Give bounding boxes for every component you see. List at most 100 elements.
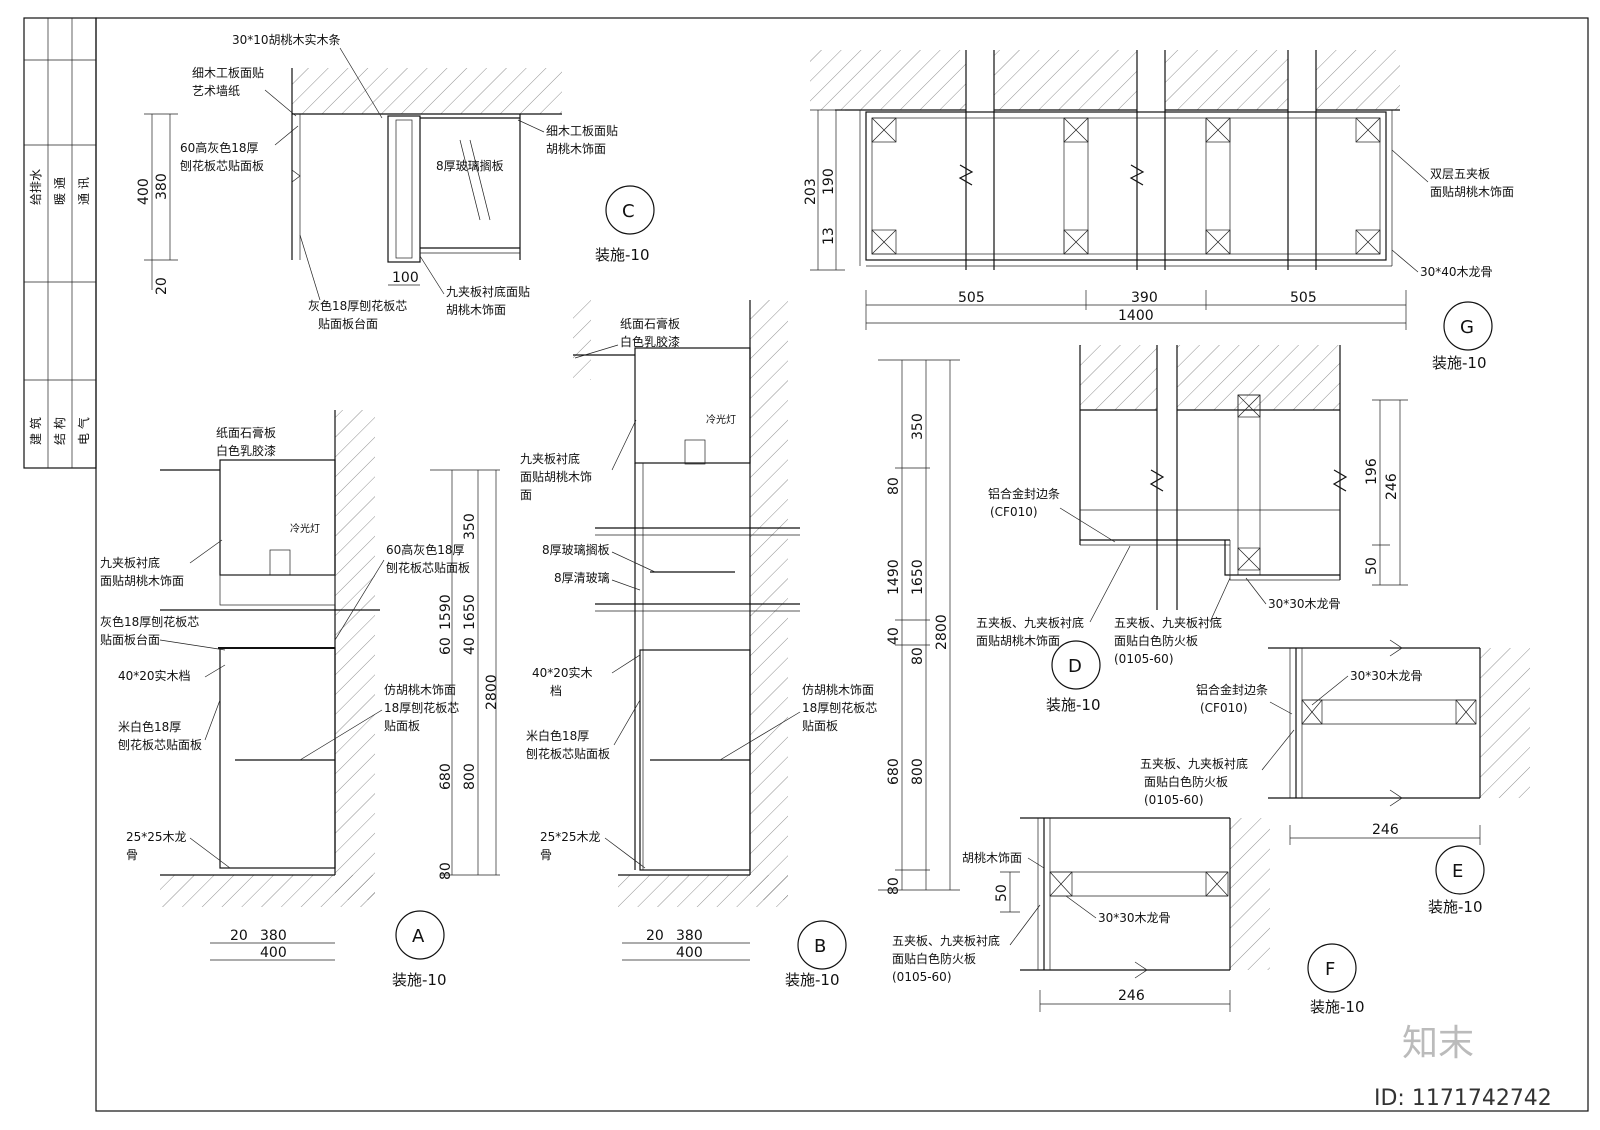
dimension: 350 xyxy=(462,513,478,540)
annotation: 白色乳胶漆 xyxy=(620,334,680,349)
wall-hatch xyxy=(335,410,375,900)
dimension: 800 xyxy=(910,758,926,785)
detail-g: 双层五夹板 面贴胡桃木饰面 30*40木龙骨 203 190 13 505 39… xyxy=(803,50,1514,372)
title-block-item: 通 讯 xyxy=(77,177,91,205)
dimension: 2800 xyxy=(934,614,950,650)
detail-c: 30*10胡桃木实木条 细木工板面贴 艺术墙纸 60高灰色18厚 刨花板芯贴面板… xyxy=(136,32,655,331)
annotation: 60高灰色18厚 xyxy=(386,542,465,557)
annotation: 面贴胡桃木饰面 xyxy=(1430,184,1514,199)
detail-marker-g xyxy=(1443,301,1493,351)
dimension: 80 xyxy=(886,877,902,895)
detail-marker-label: B xyxy=(814,936,826,957)
dimension: 246 xyxy=(1372,822,1399,838)
dimension: 400 xyxy=(136,178,152,205)
annotation: 五夹板、九夹板衬底 xyxy=(892,933,1000,948)
annotation: 胡桃木饰面 xyxy=(446,302,506,317)
annotation: 九夹板衬底 xyxy=(100,555,160,570)
annotation: 冷光灯 xyxy=(706,413,736,426)
annotation: 贴面板台面 xyxy=(100,632,160,647)
annotation: 8厚玻璃搁板 xyxy=(436,158,504,173)
detail-marker-b xyxy=(797,920,847,970)
annotation: 仿胡桃木饰面 xyxy=(802,682,874,697)
annotation: 8厚玻璃搁板 xyxy=(542,542,610,557)
annotation: 30*30木龙骨 xyxy=(1098,911,1171,925)
sheet-ref: 装施-10 xyxy=(1046,696,1101,714)
dimension: 203 xyxy=(803,178,819,205)
dimension: 505 xyxy=(1290,290,1317,306)
dimension: 1650 xyxy=(462,594,478,630)
detail-d: 铝合金封边条 (CF010) 五夹板、九夹板衬底 面贴胡桃木饰面 五夹板、九夹板… xyxy=(976,345,1408,714)
dimension: 505 xyxy=(958,290,985,306)
annotation: 白色乳胶漆 xyxy=(216,443,276,458)
annotation: 细木工板面贴 xyxy=(192,66,264,80)
sheet-ref: 装施-10 xyxy=(595,246,650,264)
dimension: 400 xyxy=(260,945,287,961)
annotation: 铝合金封边条 xyxy=(988,486,1060,501)
annotation: 细木工板面贴 xyxy=(546,124,618,138)
dimension: 13 xyxy=(821,227,837,245)
dimension: 50 xyxy=(994,884,1010,902)
dimension: 190 xyxy=(821,168,837,195)
floor-hatch xyxy=(160,875,375,907)
ceiling-hatch xyxy=(573,300,591,380)
dimension: 400 xyxy=(676,945,703,961)
annotation: 贴面板 xyxy=(384,719,420,733)
annotation: 面 xyxy=(520,488,532,502)
annotation: 灰色18厚刨花板芯 xyxy=(100,614,199,629)
dimension: 390 xyxy=(1131,290,1158,306)
dimension: 20 xyxy=(230,928,248,944)
sheet-ref: 装施-10 xyxy=(1432,354,1487,372)
detail-marker-d xyxy=(1051,640,1101,690)
annotation: 九夹板衬底 xyxy=(520,451,580,466)
annotation: (CF010) xyxy=(1200,701,1248,715)
sheet-ref: 装施-10 xyxy=(1428,898,1483,916)
dimension: 40 xyxy=(886,627,902,645)
annotation: 贴面板台面 xyxy=(318,316,378,331)
detail-marker-c xyxy=(605,185,655,235)
annotation: 面贴胡桃木饰面 xyxy=(976,633,1060,648)
dimension: 1400 xyxy=(1118,308,1154,324)
annotation: 纸面石膏板 xyxy=(216,425,276,440)
annotation: 刨花板芯贴面板 xyxy=(180,158,264,173)
annotation: 骨 xyxy=(540,848,552,862)
detail-marker-e xyxy=(1435,845,1485,895)
dimension: 40 xyxy=(462,637,478,655)
detail-marker-label: F xyxy=(1325,959,1335,980)
annotation: 30*30木龙骨 xyxy=(1268,597,1341,611)
annotation: 面贴胡桃木饰 xyxy=(520,469,592,484)
annotation: 贴面板 xyxy=(802,719,838,733)
annotation: 40*20实木档 xyxy=(118,668,191,683)
detail-marker-a xyxy=(395,910,445,960)
ceiling-hatch xyxy=(1080,345,1340,410)
sheet-ref: 装施-10 xyxy=(785,971,840,989)
annotation: 灰色18厚刨花板芯 xyxy=(308,298,407,313)
detail-e: 30*30木龙骨 铝合金封边条 (CF010) 五夹板、九夹板衬底 面贴白色防火… xyxy=(1140,639,1530,916)
annotation: 40*20实木 xyxy=(532,665,593,680)
annotation: 刨花板芯贴面板 xyxy=(386,560,470,575)
annotation: 30*10胡桃木实木条 xyxy=(232,32,341,47)
annotation: 米白色18厚 xyxy=(526,728,589,743)
wall-hatch xyxy=(1480,648,1530,798)
annotation: 面贴白色防火板 xyxy=(1144,774,1228,789)
dimension: 20 xyxy=(154,277,170,295)
detail-b: 纸面石膏板 白色乳胶漆 冷光灯 九夹板衬底 面贴胡桃木饰 面 8厚玻璃搁板 8厚… xyxy=(520,300,877,989)
annotation: 18厚刨花板芯 xyxy=(384,700,459,715)
dimension: 246 xyxy=(1384,473,1400,500)
watermark-logo: 知末 xyxy=(1402,1023,1474,1064)
dimension: 1650 xyxy=(910,559,926,595)
dimension: 20 xyxy=(646,928,664,944)
sheet-border xyxy=(95,17,1589,1112)
annotation: 60高灰色18厚 xyxy=(180,140,259,155)
section-d: 350 80 1490 1650 2800 40 80 680 800 80 xyxy=(878,359,960,895)
annotation: 胡桃木饰面 xyxy=(546,141,606,156)
annotation: (0105-60) xyxy=(1144,793,1204,807)
annotation: 18厚刨花板芯 xyxy=(802,700,877,715)
dimension: 380 xyxy=(260,928,287,944)
title-block: 给排水 暖 通 通 讯 建 筑 结 构 电 气 xyxy=(23,17,97,469)
detail-marker-label: C xyxy=(622,201,635,222)
annotation: 30*30木龙骨 xyxy=(1350,669,1423,683)
sheet-ref: 装施-10 xyxy=(392,971,447,989)
dimension: 800 xyxy=(462,763,478,790)
title-block-item: 建 筑 xyxy=(28,417,43,445)
annotation: 骨 xyxy=(126,848,138,862)
